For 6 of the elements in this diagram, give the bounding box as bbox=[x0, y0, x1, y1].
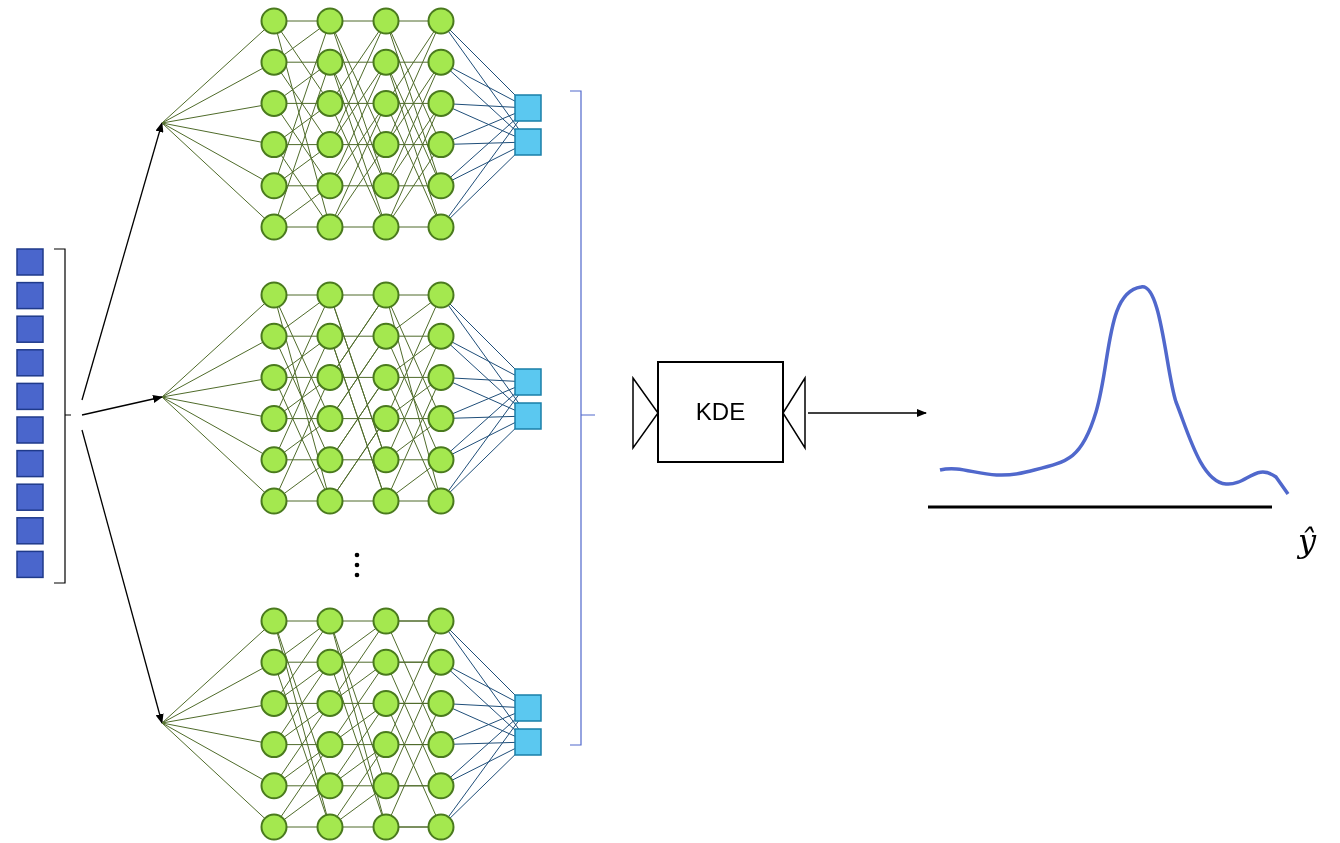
box-label: KDE bbox=[694, 399, 747, 425]
arrow bbox=[81, 429, 164, 724]
input-vector-drawing bbox=[14, 246, 72, 586]
axis-label: ŷ bbox=[1298, 522, 1317, 560]
arrow bbox=[81, 122, 164, 401]
arrow bbox=[81, 395, 163, 416]
